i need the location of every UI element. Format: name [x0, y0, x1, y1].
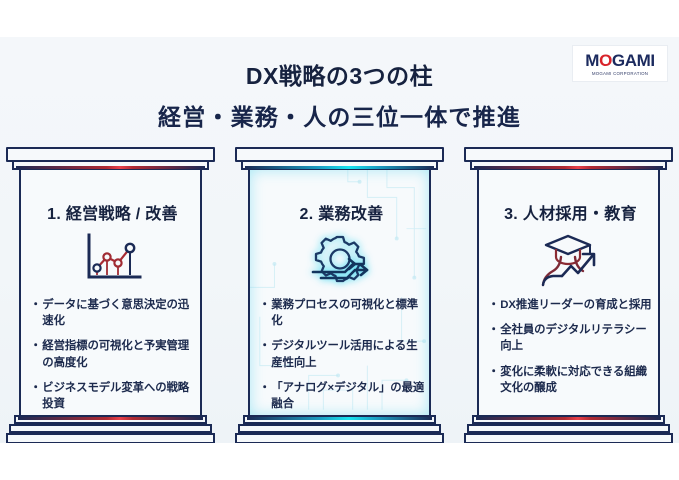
mogami-logo: MOGAMI MOGAMI CORPORATION	[572, 45, 668, 82]
gear-arrows-icon	[250, 226, 429, 292]
list-item-label: 変化に柔軟に対応できる組織文化の醸成	[500, 365, 647, 394]
list-item: ・全社員のデジタルリテラシー向上	[488, 322, 656, 354]
pillar-2-shaft: 2. 業務改善 ・業務プロセスの可視化と標準化 ・デジタルツール活用による生産性…	[248, 170, 431, 415]
list-item: ・データに基づく意思決定の迅速化	[30, 297, 198, 329]
bullet-marker-icon: ・	[259, 381, 271, 394]
pillar-1-shaft: 1. 経営戦略 / 改善 ・データに基づく意思決定の迅速化 ・経営指標	[19, 170, 202, 415]
pillar-3-top-accent-line	[474, 166, 663, 169]
list-item: ・DX推進リーダーの育成と採用	[488, 297, 656, 313]
list-item-label: デジタルツール活用による生産性向上	[271, 340, 418, 369]
pillar-2-capital-top	[235, 147, 444, 162]
pillar-1-top-accent-line	[16, 166, 205, 169]
list-item: ・デジタルツール活用による生産性向上	[259, 338, 427, 370]
bullet-marker-icon: ・	[259, 299, 271, 311]
page-subtitle: 経営・業務・人の三位一体で推進	[158, 104, 521, 130]
pillar-1-base-accent-line	[18, 417, 203, 420]
list-item: ・ビジネスモデル変革への戦略投資	[30, 380, 198, 412]
bullet-marker-icon: ・	[30, 299, 42, 311]
pillar-2-top-accent-line	[245, 166, 434, 169]
pillar-2-base-upper	[243, 415, 436, 424]
pillar-1-base-mid	[9, 424, 212, 433]
list-item-label: 「アナログ×デジタル」の最適融合	[271, 381, 425, 410]
slide-canvas: DX戦略の3つの柱 経営・業務・人の三位一体で推進 MOGAMI MOGAMI …	[0, 37, 679, 443]
line-chart-icon	[21, 226, 200, 292]
pillar-3-shaft: 3. 人材採用・教育 ・DX推進リーダーの育成と採用 ・全社員のデジタルリテラシ…	[477, 170, 660, 415]
pillar-card-3[interactable]: 3. 人材採用・教育 ・DX推進リーダーの育成と採用 ・全社員のデジタルリテラシ…	[464, 147, 673, 443]
pillar-3-base-upper	[472, 415, 665, 424]
pillar-1-bullet-list: ・データに基づく意思決定の迅速化 ・経営指標の可視化と予実管理の高度化 ・ビジネ…	[30, 297, 198, 415]
bullet-marker-icon: ・	[488, 365, 500, 378]
logo-wordmark: MOGAMI	[585, 50, 655, 70]
list-item-label: 経営指標の可視化と予実管理の高度化	[42, 340, 190, 369]
pillar-2-base-mid	[238, 424, 441, 433]
pillar-2-title: 2. 業務改善	[299, 206, 384, 223]
bullet-marker-icon: ・	[488, 324, 500, 337]
list-item-label: データに基づく意思決定の迅速化	[42, 299, 190, 328]
pillar-1-title: 1. 経営戦略 / 改善	[47, 206, 178, 223]
graduate-growth-icon	[479, 226, 658, 292]
pillar-card-1[interactable]: 1. 経営戦略 / 改善 ・データに基づく意思決定の迅速化 ・経営指標	[6, 147, 215, 443]
pillar-2-bullet-list: ・業務プロセスの可視化と標準化 ・デジタルツール活用による生産性向上 ・「アナロ…	[259, 297, 427, 415]
pillar-3-base-lower	[464, 433, 673, 443]
list-item-label: ビジネスモデル変革への戦略投資	[42, 381, 190, 410]
slide-header: DX戦略の3つの柱 経営・業務・人の三位一体で推進	[0, 37, 679, 147]
bullet-marker-icon: ・	[488, 299, 500, 311]
logo-letter-o: O	[599, 50, 612, 70]
pillar-3-base-accent-line	[476, 417, 661, 420]
list-item: ・変化に柔軟に対応できる組織文化の醸成	[488, 364, 656, 396]
pillar-2-base-lower	[235, 433, 444, 443]
pillar-1-base-lower	[6, 433, 215, 443]
list-item-label: DX推進リーダーの育成と採用	[500, 299, 652, 311]
list-item-label: 全社員のデジタルリテラシー向上	[500, 324, 647, 353]
pillar-3-base-mid	[467, 424, 670, 433]
list-item: ・経営指標の可視化と予実管理の高度化	[30, 338, 198, 370]
pillar-3-bullet-list: ・DX推進リーダーの育成と採用 ・全社員のデジタルリテラシー向上 ・変化に柔軟に…	[488, 297, 656, 405]
pillar-3-title: 3. 人材採用・教育	[504, 206, 637, 223]
pillar-1-capital-top	[6, 147, 215, 162]
list-item-label: 業務プロセスの可視化と標準化	[271, 299, 419, 328]
page-title: DX戦略の3つの柱	[245, 63, 434, 89]
circuit-pattern-icon	[250, 170, 427, 410]
bullet-marker-icon: ・	[30, 381, 42, 394]
bullet-marker-icon: ・	[259, 340, 271, 353]
pillar-card-2[interactable]: 2. 業務改善 ・業務プロセスの可視化と標準化 ・デジタルツール活用による生産性…	[235, 147, 444, 443]
list-item: ・「アナログ×デジタル」の最適融合	[259, 380, 427, 412]
logo-letters-gami: GAMI	[611, 50, 655, 70]
list-item: ・業務プロセスの可視化と標準化	[259, 297, 427, 329]
bullet-marker-icon: ・	[30, 340, 42, 353]
logo-letter-m: M	[585, 50, 600, 70]
pillar-1-base-upper	[14, 415, 207, 424]
pillar-3-capital-top	[464, 147, 673, 162]
logo-tagline: MOGAMI CORPORATION	[591, 70, 649, 76]
pillar-2-base-accent-line	[247, 417, 432, 420]
